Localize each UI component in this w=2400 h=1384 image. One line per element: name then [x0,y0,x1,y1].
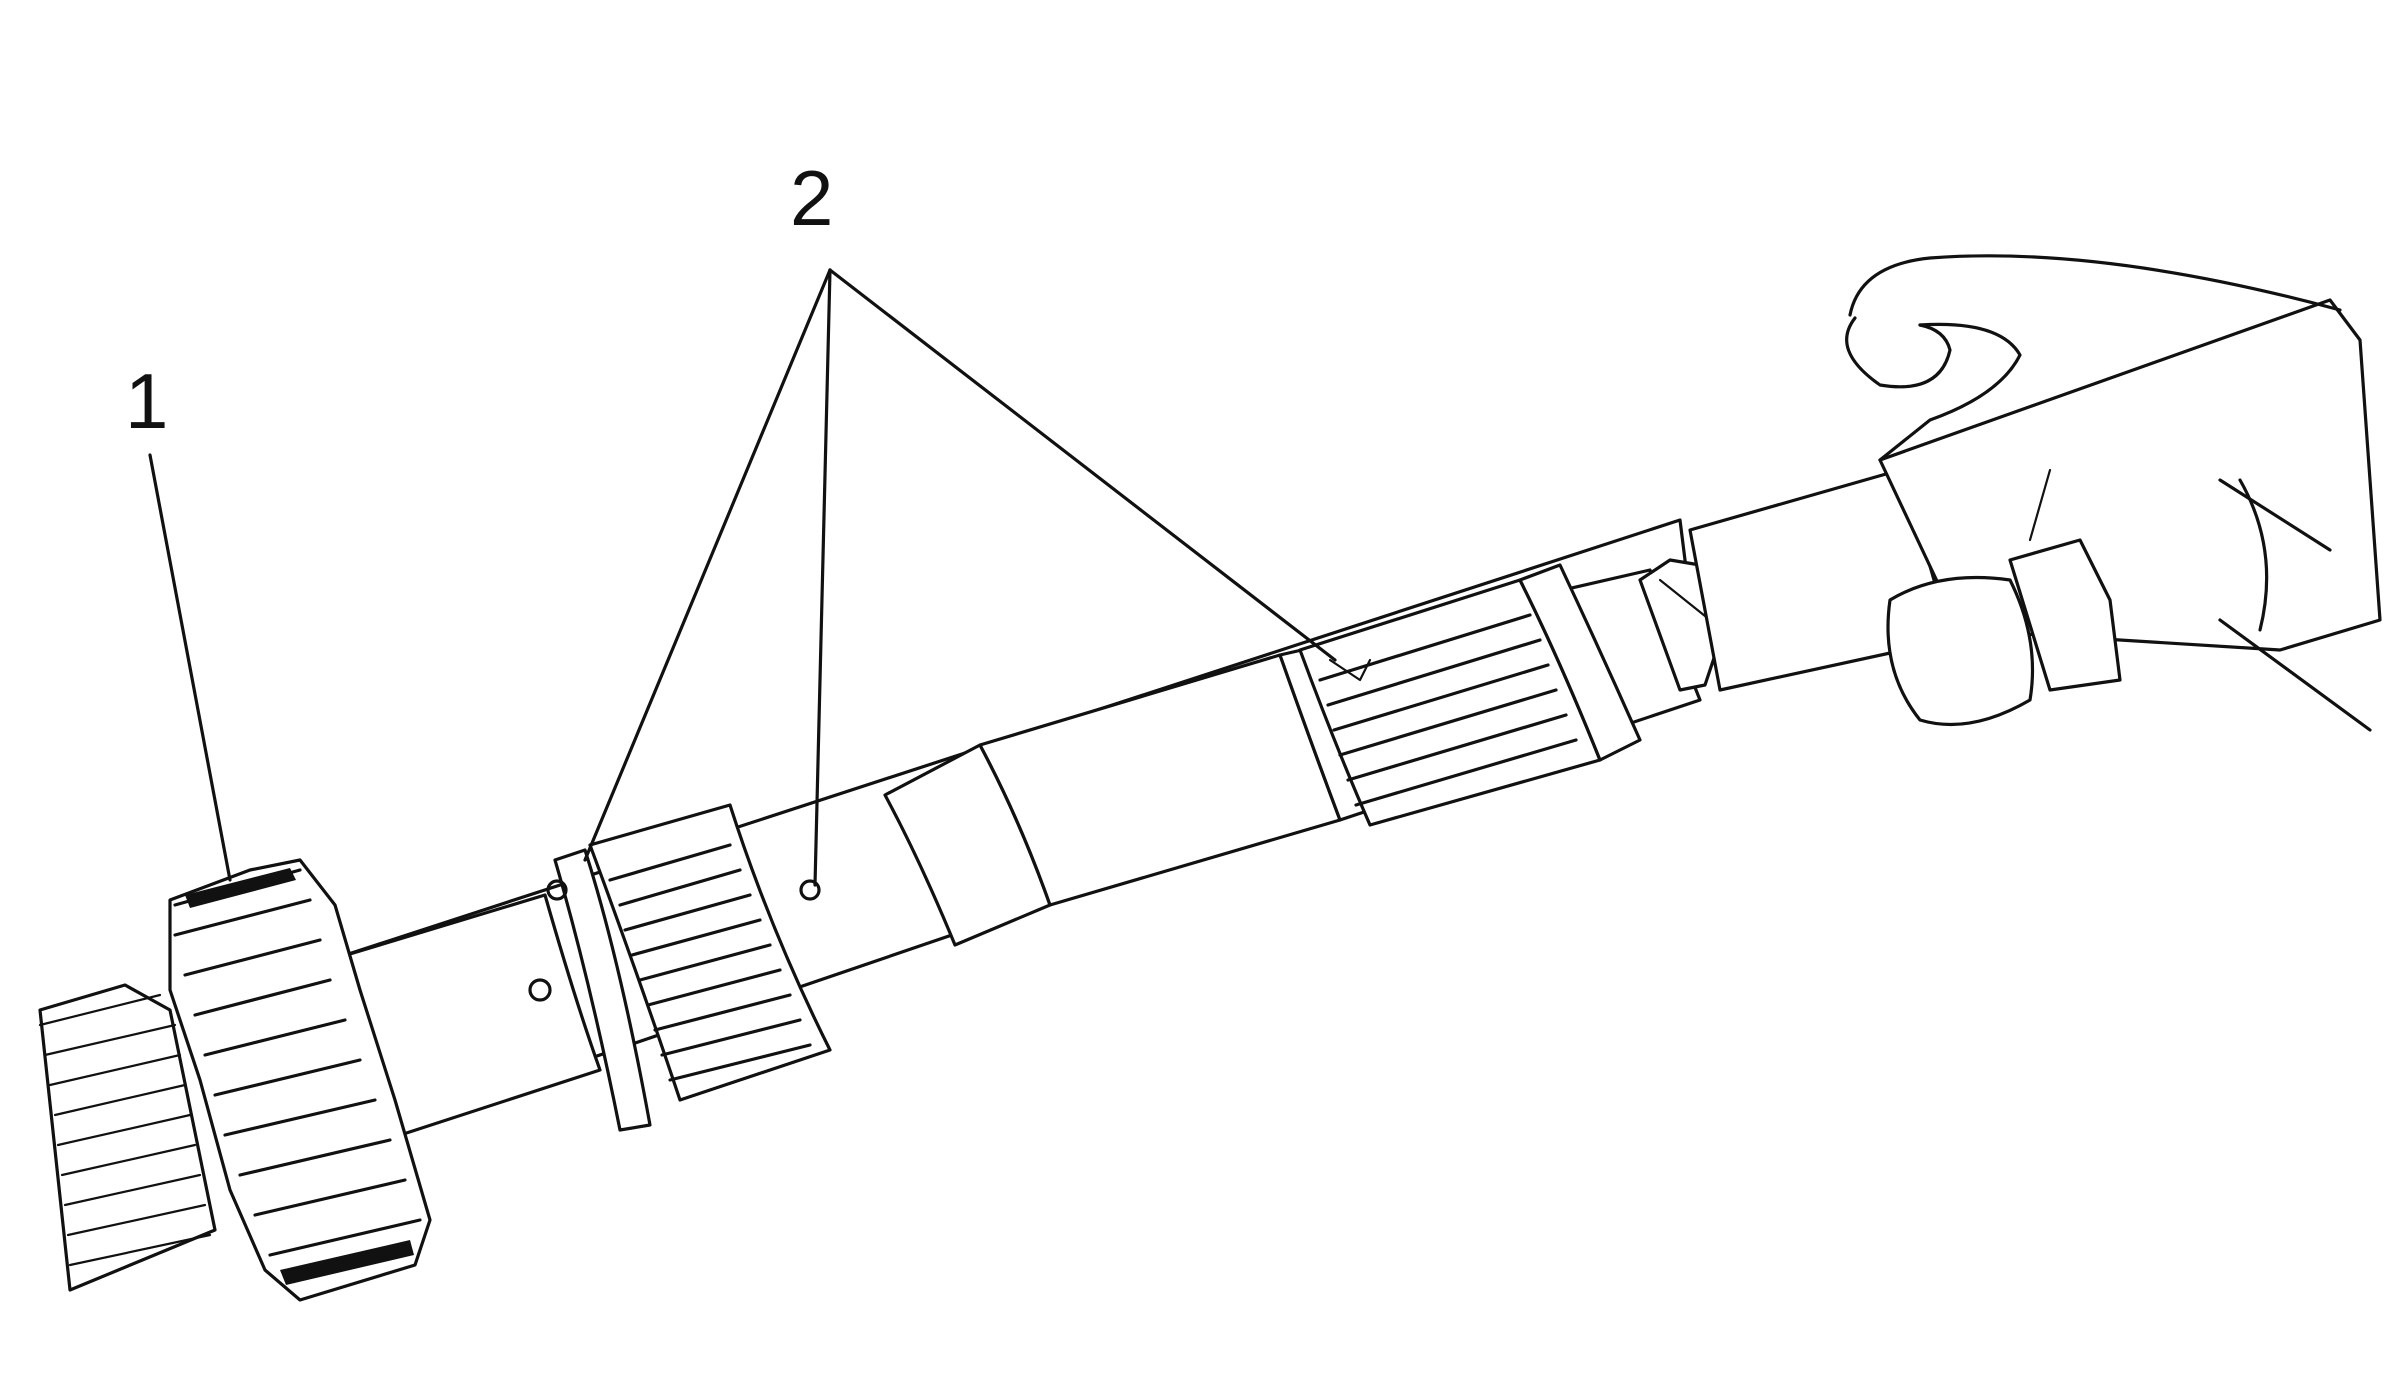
callout-2-label: 2 [790,154,833,242]
callout-2-leader-b [813,268,832,887]
callout-1-label: 1 [125,357,168,445]
callouts: 1 2 [125,154,833,445]
synchronizer-hub-1 [528,803,832,1132]
drive-gear [168,858,432,1302]
input-shaft-splines [38,983,217,1292]
synchronizer-hub-2 [1298,563,1642,827]
callout-2-leader-a [583,268,832,862]
press-tool [1845,254,2382,732]
leader-lines [148,268,1337,887]
callout-2-leader-c [828,268,1337,662]
callout-1-leader [148,453,232,882]
